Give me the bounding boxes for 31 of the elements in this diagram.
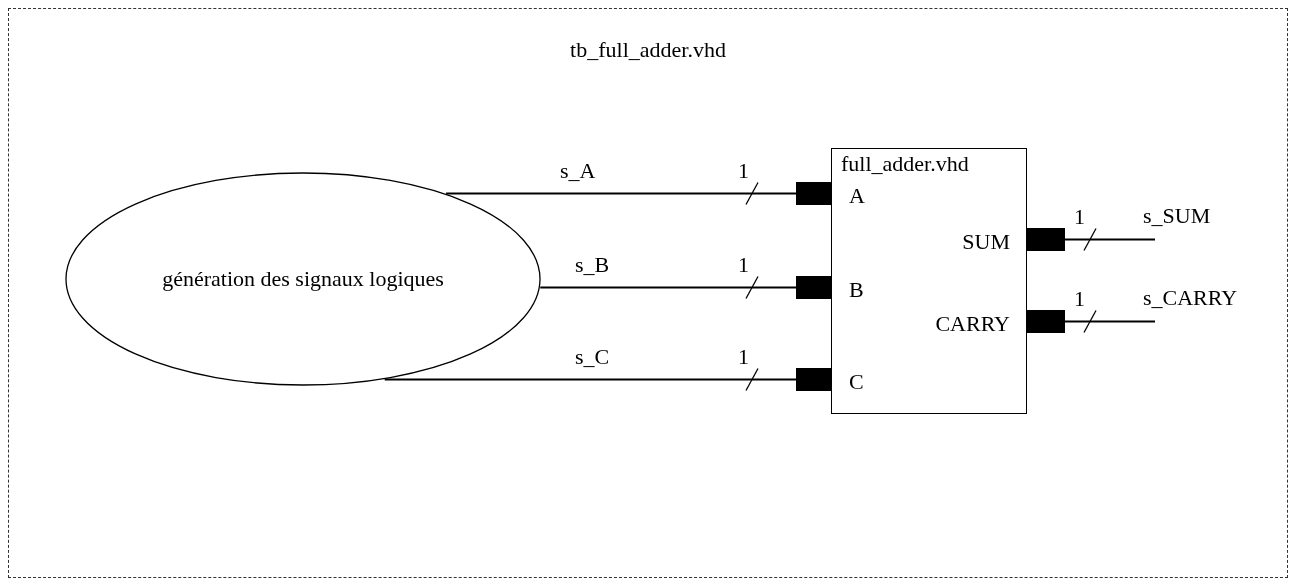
process-label: génération des signaux logiques bbox=[161, 268, 445, 290]
bus-width: 1 bbox=[738, 160, 749, 182]
signal-wire bbox=[539, 286, 797, 289]
bus-width: 1 bbox=[738, 346, 749, 368]
port-name: C bbox=[849, 371, 864, 393]
port-pin bbox=[1027, 310, 1065, 333]
frame-title: tb_full_adder.vhd bbox=[569, 39, 727, 61]
entity-title: full_adder.vhd bbox=[841, 153, 969, 175]
port-pin bbox=[796, 368, 831, 391]
signal-name: s_SUM bbox=[1143, 205, 1211, 227]
signal-wire bbox=[1064, 320, 1156, 323]
signal-name: s_C bbox=[575, 346, 610, 368]
port-name: SUM bbox=[962, 231, 1010, 253]
port-name: CARRY bbox=[935, 313, 1010, 335]
bus-width: 1 bbox=[1074, 206, 1085, 228]
signal-wire bbox=[383, 378, 797, 381]
port-pin bbox=[1027, 228, 1065, 251]
testbench-frame bbox=[8, 8, 1288, 578]
process-ellipse bbox=[65, 172, 541, 386]
signal-name: s_CARRY bbox=[1143, 287, 1238, 309]
signal-name: s_A bbox=[560, 160, 596, 182]
port-name: A bbox=[849, 185, 865, 207]
port-name: B bbox=[849, 279, 864, 301]
port-pin bbox=[796, 182, 831, 205]
bus-width: 1 bbox=[1074, 288, 1085, 310]
signal-wire bbox=[445, 192, 797, 195]
port-pin bbox=[796, 276, 831, 299]
bus-width: 1 bbox=[738, 254, 749, 276]
signal-name: s_B bbox=[575, 254, 610, 276]
signal-wire bbox=[1064, 238, 1156, 241]
entity-block bbox=[831, 148, 1027, 414]
